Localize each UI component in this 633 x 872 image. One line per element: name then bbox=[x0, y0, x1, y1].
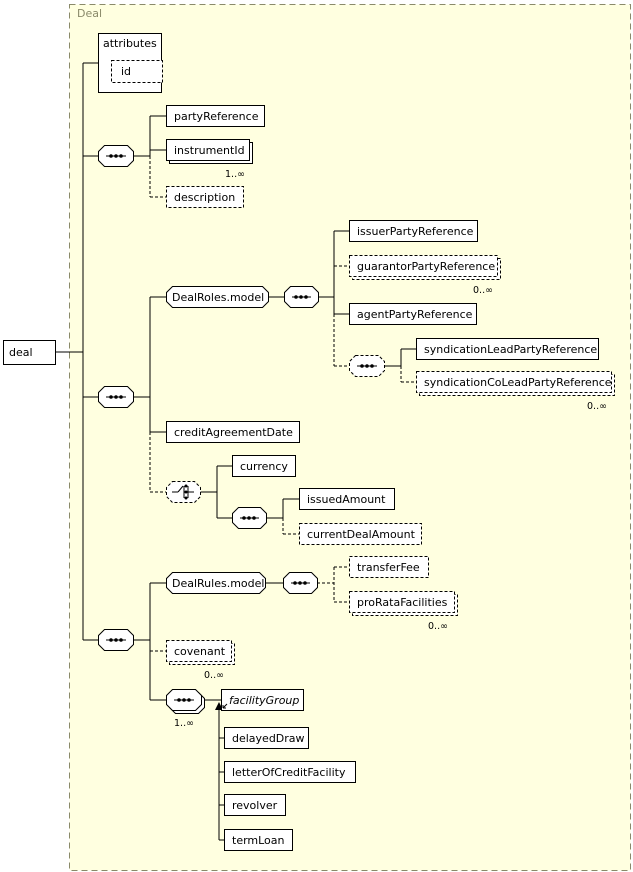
svg-text:facilityGroup: facilityGroup bbox=[229, 694, 299, 707]
svg-text:delayedDraw: delayedDraw bbox=[232, 732, 305, 745]
attribute-id[interactable] bbox=[111, 60, 163, 83]
element-revolver[interactable]: revolver bbox=[224, 794, 286, 816]
sequence-compositor-3[interactable] bbox=[98, 629, 134, 651]
element-guarantorpartyreference[interactable]: guarantorPartyReference bbox=[349, 255, 501, 280]
element-issuerpartyreference[interactable]: issuerPartyReference bbox=[349, 220, 478, 242]
prorata-cardinality: 0..∞ bbox=[428, 621, 448, 632]
sequence-compositor-1[interactable] bbox=[98, 145, 134, 167]
element-transferfee[interactable]: transferFee bbox=[349, 556, 429, 578]
svg-text:revolver: revolver bbox=[232, 799, 278, 812]
element-description[interactable]: description bbox=[166, 186, 244, 208]
covenant-cardinality: 0..∞ bbox=[204, 670, 224, 681]
svg-text:syndicationCoLeadPartyReferenc: syndicationCoLeadPartyReference bbox=[424, 376, 612, 389]
svg-text:currentDealAmount: currentDealAmount bbox=[307, 528, 416, 541]
svg-text:currency: currency bbox=[240, 460, 288, 473]
element-covenant[interactable]: covenant bbox=[166, 640, 235, 665]
element-issuedamount[interactable]: issuedAmount bbox=[299, 488, 395, 510]
svg-text:issuerPartyReference: issuerPartyReference bbox=[357, 225, 474, 238]
sequence-compositor-dealrules[interactable] bbox=[283, 572, 318, 594]
group-dealrules-model[interactable]: DealRules.model bbox=[166, 572, 266, 594]
svg-text:termLoan: termLoan bbox=[232, 834, 285, 847]
svg-text:attributes: attributes bbox=[103, 37, 157, 50]
element-letterofcreditfacility[interactable]: letterOfCreditFacility bbox=[224, 761, 356, 783]
sequence-compositor-syndication[interactable] bbox=[349, 355, 385, 377]
element-termloan[interactable]: termLoan bbox=[224, 829, 293, 851]
svg-text:transferFee: transferFee bbox=[357, 561, 420, 574]
svg-text:guarantorPartyReference: guarantorPartyReference bbox=[357, 260, 495, 273]
svg-text:instrumentId: instrumentId bbox=[174, 144, 245, 157]
sequence-compositor-amounts[interactable] bbox=[232, 507, 267, 529]
instrumentid-cardinality: 1..∞ bbox=[225, 169, 245, 180]
element-facilitygroup[interactable]: facilityGroup bbox=[221, 689, 304, 711]
svg-text:issuedAmount: issuedAmount bbox=[307, 493, 386, 506]
element-deal[interactable]: deal bbox=[3, 340, 56, 365]
svg-text:letterOfCreditFacility: letterOfCreditFacility bbox=[232, 766, 346, 779]
element-delayeddraw[interactable]: delayedDraw bbox=[224, 727, 309, 749]
reference-arrow-icon bbox=[222, 703, 228, 709]
element-syndicationleadpartyreference[interactable]: syndicationLeadPartyReference bbox=[416, 338, 599, 360]
attribute-id-label: id bbox=[121, 65, 131, 78]
element-partyreference[interactable]: partyReference bbox=[166, 105, 265, 127]
element-instrumentid[interactable]: instrumentId bbox=[166, 139, 253, 164]
element-creditagreementdate[interactable]: creditAgreementDate bbox=[166, 421, 300, 443]
svg-text:creditAgreementDate: creditAgreementDate bbox=[174, 426, 293, 439]
element-proratafacilities[interactable]: proRataFacilities bbox=[349, 591, 458, 616]
svg-text:description: description bbox=[174, 191, 235, 204]
svg-text:deal: deal bbox=[9, 346, 33, 359]
attributes-box: attributes id bbox=[98, 33, 163, 93]
svg-text:DealRoles.model: DealRoles.model bbox=[172, 291, 264, 304]
svg-text:partyReference: partyReference bbox=[174, 110, 259, 123]
sequence-compositor-facility[interactable] bbox=[166, 689, 205, 714]
sequence-compositor-dealroles[interactable] bbox=[284, 286, 319, 308]
choice-compositor[interactable] bbox=[166, 481, 201, 503]
deal-group-box bbox=[69, 4, 631, 871]
svg-text:covenant: covenant bbox=[174, 645, 226, 658]
svg-text:DealRules.model: DealRules.model bbox=[172, 577, 264, 590]
connector-lines bbox=[56, 62, 416, 841]
element-agentpartyreference[interactable]: agentPartyReference bbox=[349, 303, 477, 325]
svg-text:syndicationLeadPartyReference: syndicationLeadPartyReference bbox=[424, 343, 597, 356]
svg-text:agentPartyReference: agentPartyReference bbox=[357, 308, 473, 321]
deal-group-title: Deal bbox=[77, 7, 102, 20]
element-syndicationcoleadpartyreference[interactable]: syndicationCoLeadPartyReference bbox=[416, 371, 615, 396]
group-dealroles-model[interactable]: DealRoles.model bbox=[166, 286, 269, 308]
svg-text:proRataFacilities: proRataFacilities bbox=[357, 596, 448, 609]
element-currentdealamount[interactable]: currentDealAmount bbox=[299, 523, 422, 545]
syndication-colead-cardinality: 0..∞ bbox=[587, 401, 607, 412]
facility-sequence-cardinality: 1..∞ bbox=[174, 718, 194, 729]
element-currency[interactable]: currency bbox=[232, 455, 296, 477]
sequence-compositor-2[interactable] bbox=[98, 386, 134, 408]
guarantor-cardinality: 0..∞ bbox=[473, 285, 493, 296]
